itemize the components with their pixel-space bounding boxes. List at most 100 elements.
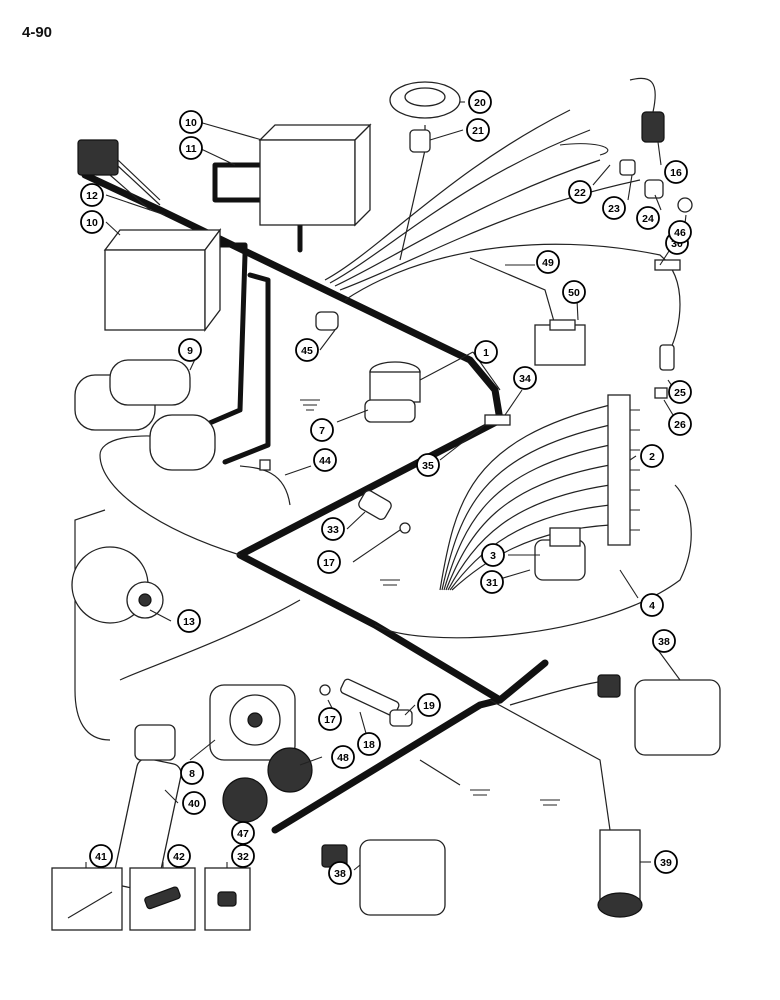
sender-50 [534, 319, 586, 366]
starter-motor [74, 359, 216, 471]
callout-label: 18 [363, 739, 375, 751]
callout-circle [416, 453, 440, 477]
callout-circle [417, 693, 441, 717]
light-38-top [597, 674, 721, 756]
callout-label: 2 [649, 451, 655, 463]
callout-c34: 34 [513, 366, 537, 390]
callout-circle [536, 250, 560, 274]
callout-c7: 7 [310, 418, 334, 442]
callout-label: 4 [649, 600, 655, 612]
callout-label: 47 [237, 828, 249, 840]
callout-circle [602, 196, 626, 220]
callout-label: 3 [490, 550, 496, 562]
callout-circle [80, 210, 104, 234]
callout-label: 13 [183, 616, 195, 628]
small-parts [259, 143, 693, 727]
callout-c17b: 17 [318, 707, 342, 731]
callout-circle [562, 280, 586, 304]
callout-circle [568, 180, 592, 204]
callout-label: 11 [185, 143, 196, 155]
callout-c40: 40 [182, 791, 206, 815]
callout-label: 38 [334, 868, 346, 880]
callout-c1: 1 [474, 340, 498, 364]
callout-c23: 23 [602, 196, 626, 220]
callout-c4: 4 [640, 593, 664, 617]
callout-label: 25 [674, 387, 686, 399]
callout-label: 17 [323, 557, 335, 569]
callout-c20: 20 [468, 90, 492, 114]
part-39 [597, 829, 643, 918]
inset-box-41 [51, 867, 123, 931]
callout-c10a: 10 [179, 110, 203, 134]
callout-label: 8 [189, 768, 195, 780]
callout-c38b: 38 [328, 861, 352, 885]
callout-label: 33 [327, 524, 339, 536]
callout-label: 9 [187, 345, 193, 357]
wire-alternator [119, 599, 301, 681]
callout-c26: 26 [668, 412, 692, 436]
callout-label: 24 [642, 213, 654, 225]
filter-40 [113, 724, 182, 892]
callout-c19: 19 [417, 693, 441, 717]
bellows-48 [222, 747, 313, 823]
callout-c2: 2 [640, 444, 664, 468]
callout-c17a: 17 [317, 550, 341, 574]
callout-label: 50 [568, 287, 580, 299]
callout-circle [668, 412, 692, 436]
callout-circle [295, 338, 319, 362]
callout-c13: 13 [177, 609, 201, 633]
callout-c48: 48 [331, 745, 355, 769]
callout-circle [310, 418, 334, 442]
wire-44 [239, 465, 291, 506]
inset-box-32-47 [204, 867, 251, 931]
callout-label: 17 [324, 714, 336, 726]
callout-c3: 3 [481, 543, 505, 567]
callout-c24: 24 [636, 206, 660, 230]
callout-c41: 41 [89, 844, 113, 868]
inset-box-42 [129, 867, 196, 931]
callout-circle [640, 593, 664, 617]
part-21 [409, 129, 431, 153]
callout-circle [167, 844, 191, 868]
callout-circle [668, 380, 692, 404]
callout-circle [313, 448, 337, 472]
connector-block-top-left [77, 139, 161, 211]
callout-c49: 49 [536, 250, 560, 274]
callout-circle [178, 338, 202, 362]
callout-label: 49 [542, 257, 554, 269]
callout-circle [318, 707, 342, 731]
callout-c45: 45 [295, 338, 319, 362]
callout-circle [474, 340, 498, 364]
callout-c47: 47 [231, 821, 255, 845]
wire-ground-center [419, 759, 461, 786]
relay-3 [534, 527, 586, 581]
callout-c10b: 10 [80, 210, 104, 234]
wire-starter-loop [99, 435, 241, 556]
callout-label: 31 [486, 577, 498, 589]
part-20 [389, 81, 461, 119]
callout-label: 48 [337, 752, 349, 764]
callout-c42: 42 [167, 844, 191, 868]
callout-circle [179, 110, 203, 134]
connector-strip-2 [607, 394, 640, 546]
callout-circle [231, 821, 255, 845]
callout-c22: 22 [568, 180, 592, 204]
callout-circle [89, 844, 113, 868]
callout-circle [640, 444, 664, 468]
callout-label: 20 [474, 97, 486, 109]
callout-label: 19 [423, 700, 435, 712]
callout-circle [513, 366, 537, 390]
callout-c32: 32 [231, 844, 255, 868]
callout-c21: 21 [466, 118, 490, 142]
callout-label: 7 [319, 425, 325, 437]
callout-circle [481, 543, 505, 567]
callout-c44: 44 [313, 448, 337, 472]
page-number: 4-90 [22, 24, 53, 41]
callout-label: 10 [185, 117, 197, 129]
wire-left-loop [74, 509, 111, 741]
callout-circle [317, 550, 341, 574]
callout-c11: 11 [179, 136, 203, 160]
callout-label: 32 [237, 851, 249, 863]
